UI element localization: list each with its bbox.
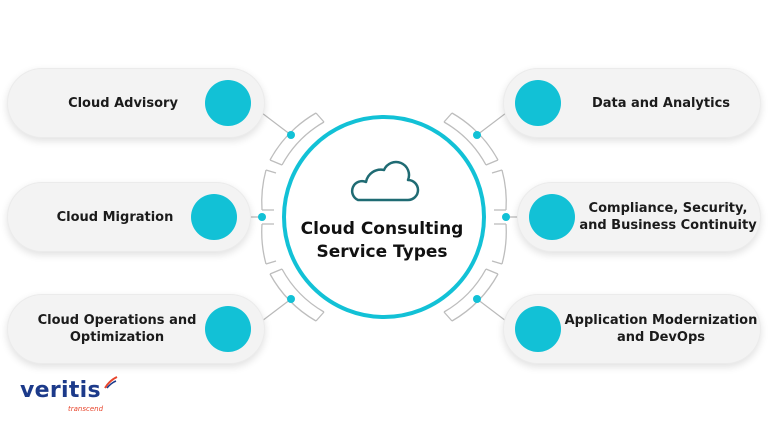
center-circle xyxy=(282,115,486,319)
cloud-icon xyxy=(350,160,420,202)
service-label: Application Modernization and DevOps xyxy=(564,313,758,345)
service-label: Compliance, Security, and Business Conti… xyxy=(579,201,757,233)
veritis-logo: veritis transcend xyxy=(20,376,118,413)
service-cloud-operations: Cloud Operations and Optimization xyxy=(7,294,265,364)
connector-dots xyxy=(258,131,510,303)
center-title: Cloud Consulting Service Types xyxy=(292,218,472,264)
service-accent-dot xyxy=(529,194,575,240)
service-label: Cloud Migration xyxy=(56,209,174,225)
service-label: Cloud Operations and Optimization xyxy=(37,313,197,345)
service-accent-dot xyxy=(205,80,251,126)
center-title-line1: Cloud Consulting xyxy=(300,219,464,239)
service-compliance-security: Compliance, Security, and Business Conti… xyxy=(517,182,761,252)
service-cloud-advisory: Cloud Advisory xyxy=(7,68,265,138)
service-app-modernization: Application Modernization and DevOps xyxy=(503,294,761,364)
logo-wordmark: veritis xyxy=(20,378,101,403)
center-title-line2: Service Types xyxy=(316,242,448,262)
service-accent-dot xyxy=(515,306,561,352)
outer-arc-right xyxy=(443,112,507,322)
service-accent-dot xyxy=(515,80,561,126)
service-label: Data and Analytics xyxy=(591,95,731,111)
service-label: Cloud Advisory xyxy=(68,95,178,111)
service-data-analytics: Data and Analytics xyxy=(503,68,761,138)
service-accent-dot xyxy=(205,306,251,352)
logo-tagline: transcend xyxy=(68,405,104,413)
logo-swoosh-icon xyxy=(104,376,118,389)
service-cloud-migration: Cloud Migration xyxy=(7,182,251,252)
service-accent-dot xyxy=(191,194,237,240)
